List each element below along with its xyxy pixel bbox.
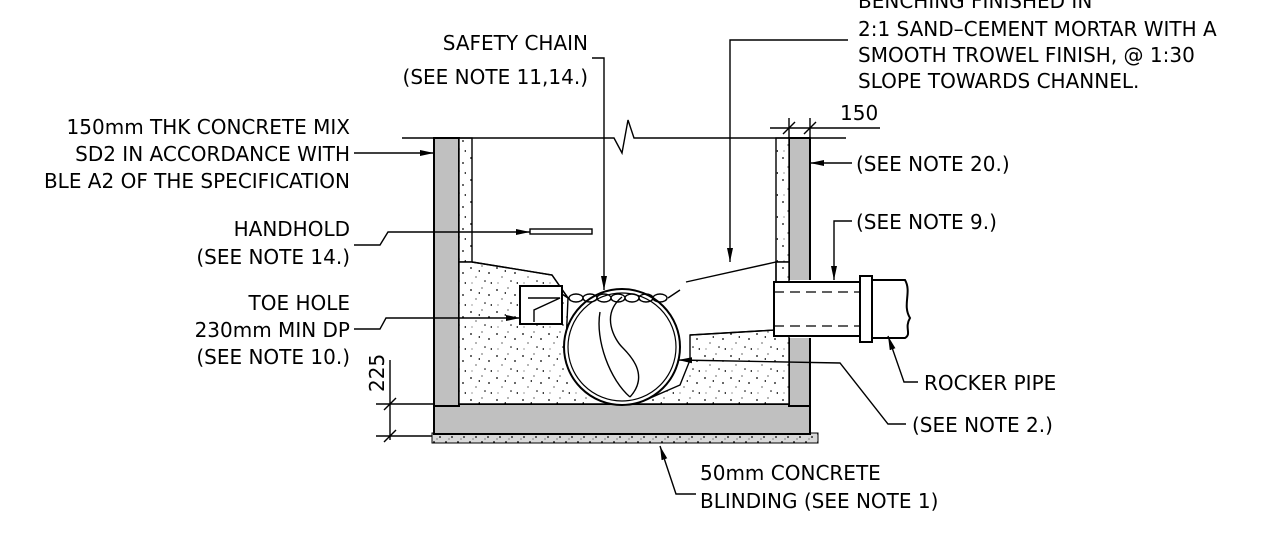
blinding-label-2: BLINDING (SEE NOTE 1) <box>700 489 938 513</box>
channel-pipe <box>563 288 681 406</box>
note-9-label: (SEE NOTE 9.) <box>856 210 997 234</box>
dimension-150-label: 150 <box>840 101 878 125</box>
concrete-label-1: 150mm THK CONCRETE MIX <box>67 115 351 139</box>
toe-hole <box>519 285 563 325</box>
toe-hole-label-3: (SEE NOTE 10.) <box>196 345 350 369</box>
annotations: BENCHING FINISHED IN 2:1 SAND–CEMENT MOR… <box>44 0 1217 513</box>
note-20-label: (SEE NOTE 20.) <box>856 152 1010 176</box>
dimension-225 <box>376 360 434 443</box>
benching-label-4: SLOPE TOWARDS CHANNEL. <box>858 69 1139 93</box>
right-render <box>775 137 790 263</box>
safety-chain-label-1: SAFETY CHAIN <box>443 31 588 55</box>
concrete-label-2: SD2 IN ACCORDANCE WITH <box>75 142 350 166</box>
benching-label-1: BENCHING FINISHED IN <box>858 0 1092 13</box>
base-slab <box>433 403 811 435</box>
dimension-225-label: 225 <box>365 354 389 392</box>
rocker-pipe-label: ROCKER PIPE <box>924 371 1056 395</box>
left-wall <box>433 137 460 407</box>
concrete-label-3: BLE A2 OF THE SPECIFICATION <box>44 169 350 193</box>
handhold <box>529 228 593 235</box>
toe-hole-inner <box>528 297 561 322</box>
left-render <box>458 137 473 263</box>
benching-slope-right <box>685 261 777 336</box>
benching-label-2: 2:1 SAND–CEMENT MORTAR WITH A <box>858 17 1217 41</box>
toe-hole-label-1: TOE HOLE <box>247 291 350 315</box>
benching-label-3: SMOOTH TROWEL FINISH, @ 1:30 <box>858 43 1195 67</box>
dimension-150 <box>770 118 880 138</box>
note-2-label: (SEE NOTE 2.) <box>912 413 1053 437</box>
safety-chain-label-2: (SEE NOTE 11,14.) <box>403 65 588 89</box>
toe-hole-label-2: 230mm MIN DP <box>195 318 350 342</box>
right-wall <box>788 137 811 407</box>
leaders <box>354 39 918 495</box>
top-break-line <box>402 119 846 156</box>
blinding-label-1: 50mm CONCRETE <box>700 461 881 485</box>
rocker-pipe <box>773 275 912 343</box>
handhold-label-1: HANDHOLD <box>234 217 350 241</box>
handhold-label-2: (SEE NOTE 14.) <box>196 245 350 269</box>
